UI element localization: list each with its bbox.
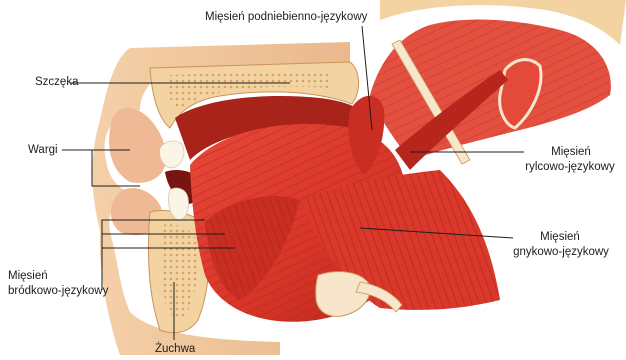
- label-lips: Wargi: [28, 143, 58, 157]
- label-styloglossus-line1: Mięsień: [526, 145, 616, 159]
- label-genioglossus-line1: Mięsień: [8, 269, 48, 283]
- label-palatoglossus: Mięsień podniebienno-językowy: [205, 10, 367, 24]
- hyoid-bone: [316, 272, 371, 317]
- label-styloglossus-line2: rylcowo-językowy: [516, 160, 624, 174]
- label-genioglossus-line2: bródkowo-językowy: [8, 284, 108, 298]
- label-maxilla: Szczęka: [35, 75, 78, 89]
- label-hyoglossus-line1: Mięsień: [515, 230, 605, 244]
- upper-lip: [109, 108, 166, 183]
- label-mandible: Żuchwa: [155, 342, 195, 356]
- label-hyoglossus-line2: gnykowo-językowy: [505, 245, 617, 259]
